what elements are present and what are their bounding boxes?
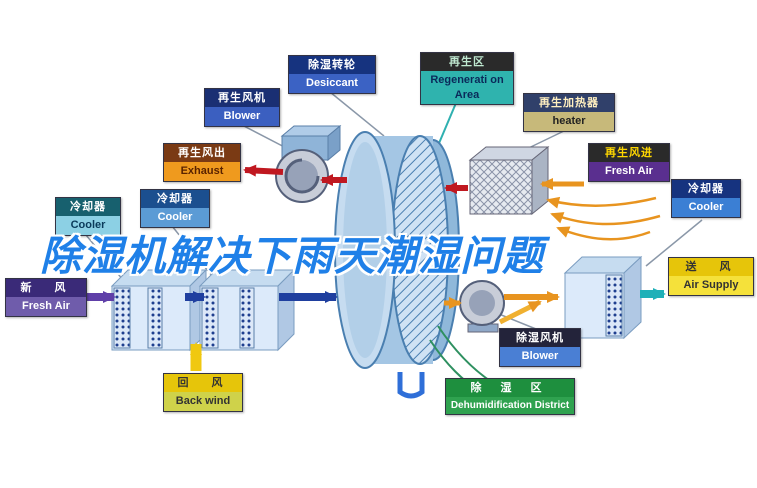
supply-unit-box (563, 255, 643, 340)
regen-heater-exchanger (468, 145, 550, 216)
label-exhaust-zh: 再生风出 (164, 144, 240, 163)
label-regen-fresh-air-zh: 再生风进 (589, 144, 669, 163)
label-cooler-right-zh: 冷却器 (672, 180, 740, 199)
label-exhaust: 再生风出 Exhaust (163, 143, 241, 182)
label-regen-blower-zh: 再生风机 (205, 89, 279, 108)
regen-blower-fan (275, 124, 342, 203)
label-connectors (85, 91, 703, 330)
label-dehumidification-district-zh: 除 湿 区 (446, 379, 574, 398)
label-desiccant-rotor: 除湿转轮 Desiccant (288, 55, 376, 94)
label-desiccant-en: Desiccant (289, 74, 375, 93)
label-regen-blower: 再生风机 Blower (204, 88, 280, 127)
label-cooler-left: 冷却器 Cooler (55, 197, 121, 236)
label-cooler-mid-zh: 冷却器 (141, 190, 209, 209)
label-regen-blower-en: Blower (205, 107, 279, 126)
label-regeneration-zh: 再生区 (421, 53, 513, 72)
label-return-air-en: Back wind (164, 392, 242, 411)
label-cooler-left-zh: 冷却器 (56, 198, 120, 217)
ahu-box-mid (198, 268, 296, 352)
rotor-bracket (397, 372, 425, 399)
label-cooler-right-en: Cooler (672, 198, 740, 217)
label-exhaust-en: Exhaust (164, 162, 240, 181)
label-air-supply-en: Air Supply (669, 276, 753, 295)
label-regen-heater-zh: 再生加热器 (524, 94, 614, 113)
dehumid-blower-fan (459, 280, 505, 333)
label-regen-fresh-air: 再生风进 Fresh Air (588, 143, 670, 182)
label-cooler-mid-en: Cooler (141, 208, 209, 227)
label-fresh-air-inlet-en: Fresh Air (6, 297, 86, 316)
label-regeneration-area: 再生区 Regenerati on Area (420, 52, 514, 105)
label-regen-heater: 再生加热器 heater (523, 93, 615, 132)
label-fresh-air-inlet-zh: 新 风 (6, 279, 86, 298)
label-air-supply-zh: 送 风 (669, 258, 753, 277)
label-dehumid-blower: 除湿风机 Blower (499, 328, 581, 367)
label-cooler-left-en: Cooler (56, 216, 120, 235)
label-cooler-mid: 冷却器 Cooler (140, 189, 210, 228)
title-overlay: 除湿机解决下雨天潮湿问题 (40, 233, 544, 279)
label-cooler-right: 冷却器 Cooler (671, 179, 741, 218)
label-fresh-air-inlet: 新 风 Fresh Air (5, 278, 87, 317)
label-return-air: 回 风 Back wind (163, 373, 243, 412)
label-return-air-zh: 回 风 (164, 374, 242, 393)
label-dehumid-blower-en: Blower (500, 347, 580, 366)
label-air-supply: 送 风 Air Supply (668, 257, 754, 296)
label-dehumid-blower-zh: 除湿风机 (500, 329, 580, 348)
label-desiccant-zh: 除湿转轮 (289, 56, 375, 75)
airflow-arrows (84, 164, 666, 395)
label-regeneration-en: Regenerati on Area (421, 71, 513, 104)
ahu-box-left (110, 268, 208, 352)
label-dehumidification-district-en: Dehumidification District (446, 397, 574, 415)
label-dehumidification-district: 除 湿 区 Dehumidification District (445, 378, 575, 416)
label-regen-heater-en: heater (524, 112, 614, 131)
label-regen-fresh-air-en: Fresh Air (589, 162, 669, 181)
